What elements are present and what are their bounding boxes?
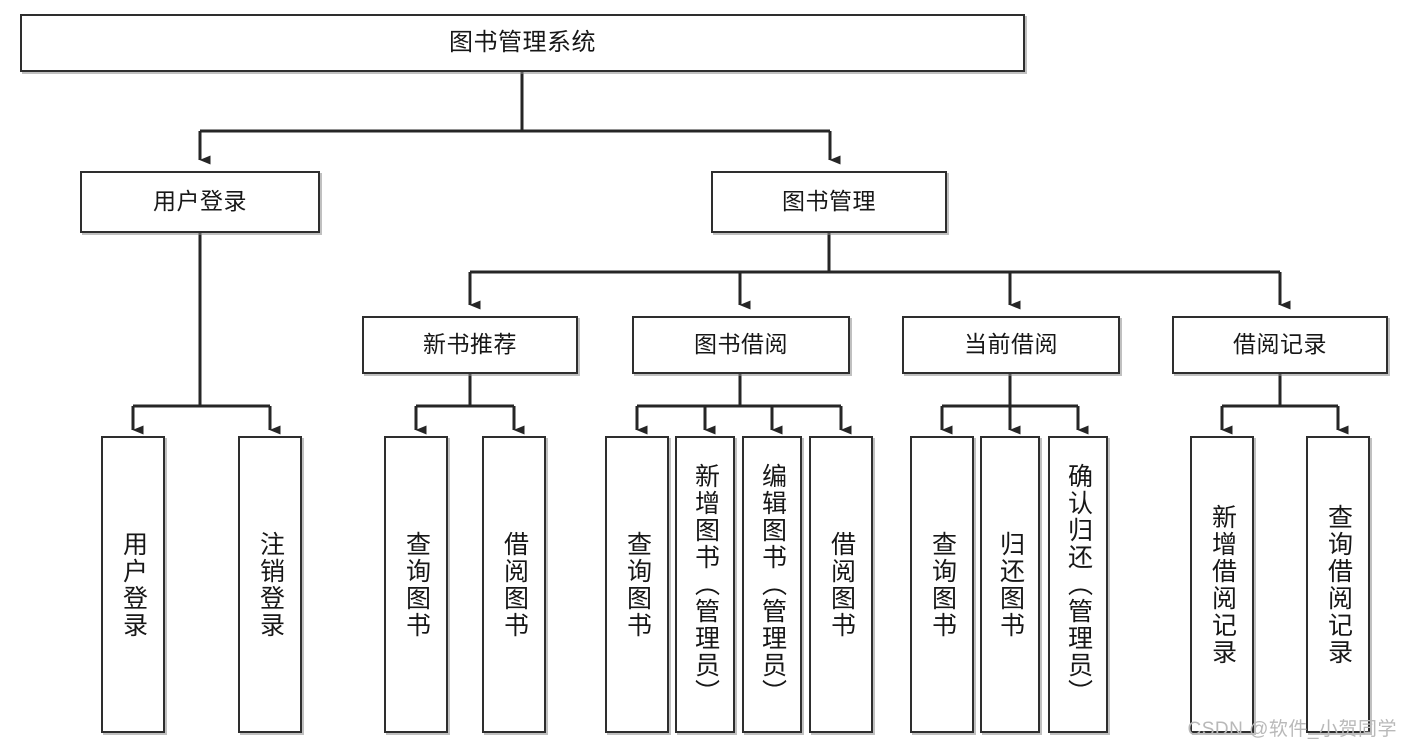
node-book-borrow[interactable]: 图书借阅 [632,316,850,374]
node-current-borrow[interactable]: 当前借阅 [902,316,1120,374]
node-label: 借阅记录 [1233,331,1327,358]
node-label: 查询图书 [623,530,652,639]
node-root-book-management-system[interactable]: 图书管理系统 [20,14,1025,72]
node-leaf-add-borrow-record[interactable]: 新增借阅记录 [1190,436,1254,733]
node-leaf-edit-book-admin[interactable]: 编辑图书（管理员） [742,436,802,733]
node-label: 新书推荐 [423,331,517,358]
node-leaf-user-login[interactable]: 用户登录 [101,436,165,733]
node-leaf-add-book-admin[interactable]: 新增图书（管理员） [675,436,735,733]
node-label: 查询图书 [928,530,957,639]
node-label: 图书管理系统 [449,28,596,56]
node-label: 查询借阅记录 [1324,503,1353,666]
node-leaf-query-book-borrow[interactable]: 查询图书 [605,436,669,733]
node-leaf-borrow-book-borrow[interactable]: 借阅图书 [809,436,873,733]
node-leaf-query-book-new-recommend[interactable]: 查询图书 [384,436,448,733]
node-label: 图书借阅 [694,331,788,358]
node-leaf-borrow-book-new-recommend[interactable]: 借阅图书 [482,436,546,733]
node-label: 新增借阅记录 [1208,503,1237,666]
node-leaf-query-borrow-record[interactable]: 查询借阅记录 [1306,436,1370,733]
node-borrow-record[interactable]: 借阅记录 [1172,316,1388,374]
node-leaf-query-book-current[interactable]: 查询图书 [910,436,974,733]
node-label: 查询图书 [402,530,431,639]
node-new-book-recommend[interactable]: 新书推荐 [362,316,578,374]
node-label: 编辑图书（管理员） [758,463,787,706]
node-label: 用户登录 [153,188,247,215]
csdn-watermark: CSDN @软件_小贺同学 [1187,719,1397,740]
node-label: 注销登录 [256,530,285,639]
node-leaf-return-book[interactable]: 归还图书 [980,436,1040,733]
node-book-management[interactable]: 图书管理 [711,171,947,233]
node-label: 当前借阅 [964,331,1058,358]
node-label: 用户登录 [119,530,148,639]
node-label: 借阅图书 [827,530,856,639]
node-label: 新增图书（管理员） [691,463,720,706]
node-label: 借阅图书 [500,530,529,639]
node-label: 确认归还（管理员） [1064,463,1093,706]
node-leaf-logout-login[interactable]: 注销登录 [238,436,302,733]
node-label: 归还图书 [996,530,1025,639]
node-leaf-confirm-return-admin[interactable]: 确认归还（管理员） [1048,436,1108,733]
node-user-login[interactable]: 用户登录 [80,171,320,233]
node-label: 图书管理 [782,188,876,215]
